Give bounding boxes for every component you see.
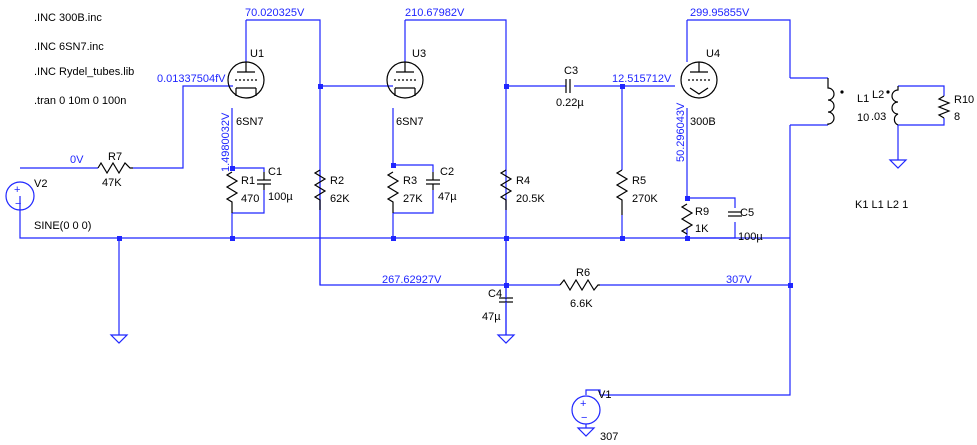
svg-text:+: + bbox=[580, 398, 586, 410]
r10-value: 8 bbox=[954, 111, 960, 123]
u1-label: U1 bbox=[250, 48, 264, 60]
tube-u4[interactable] bbox=[680, 61, 718, 99]
u3-label: U3 bbox=[412, 48, 426, 60]
u3-model: 6SN7 bbox=[396, 116, 424, 128]
v2-value: SINE(0 0 0) bbox=[34, 220, 91, 232]
r7-label: R7 bbox=[108, 151, 122, 163]
u4-grid-voltage: 12.515712V bbox=[612, 73, 672, 85]
c5-value: 100µ bbox=[738, 231, 763, 243]
c1-label: C1 bbox=[268, 166, 282, 178]
r5-label: R5 bbox=[632, 175, 646, 187]
capacitor-c2[interactable] bbox=[426, 172, 440, 190]
u1-grid-voltage: 0.01337504fV bbox=[157, 73, 226, 85]
r6-label: R6 bbox=[576, 267, 590, 279]
u3-plate-voltage: 210.67982V bbox=[405, 7, 465, 19]
resistor-r6[interactable] bbox=[559, 278, 600, 292]
r3-value: 27K bbox=[403, 193, 423, 205]
b-plus-mid-voltage: 267.62927V bbox=[382, 274, 442, 286]
resistor-r7[interactable] bbox=[97, 161, 133, 175]
ground-symbol bbox=[496, 334, 516, 344]
ground-symbol bbox=[888, 159, 908, 169]
u1-model: 6SN7 bbox=[236, 116, 264, 128]
resistor-r1[interactable] bbox=[225, 171, 239, 213]
r2-value: 62K bbox=[330, 193, 350, 205]
tube-u1[interactable] bbox=[227, 61, 265, 99]
tube-u3[interactable] bbox=[386, 61, 424, 99]
resistor-r10[interactable] bbox=[937, 95, 951, 119]
capacitor-c1[interactable] bbox=[257, 172, 271, 190]
voltage-source-v1[interactable]: + − bbox=[571, 389, 601, 425]
node-voltage-labels: 70.020325V 210.67982V 299.95855V 0.01337… bbox=[70, 7, 752, 286]
u1-plate-voltage: 70.020325V bbox=[245, 7, 305, 19]
wires bbox=[19, 19, 945, 396]
c3-value: 0.22µ bbox=[556, 97, 584, 109]
component-labels: U1 6SN7 U3 6SN7 U4 300B V2 SINE(0 0 0) V… bbox=[34, 48, 974, 443]
r9-value: 1K bbox=[695, 223, 709, 235]
r5-value: 270K bbox=[632, 193, 658, 205]
resistor-r3[interactable] bbox=[386, 171, 400, 213]
r10-label: R10 bbox=[954, 94, 974, 106]
u4-plate-voltage: 299.95855V bbox=[690, 7, 750, 19]
spice-directives: .INC 300B.inc .INC 6SN7.inc .INC Rydel_t… bbox=[34, 12, 908, 211]
c1-value: 100µ bbox=[268, 191, 293, 203]
directive-text: .tran 0 10m 0 100n bbox=[34, 95, 126, 107]
resistor-r9[interactable] bbox=[680, 203, 694, 235]
l2-label: L2 bbox=[872, 89, 884, 101]
r3-label: R3 bbox=[403, 175, 417, 187]
u1-cathode-voltage: 1.4980032V bbox=[220, 112, 232, 172]
l1-value: 10 bbox=[857, 112, 869, 124]
svg-text:−: − bbox=[15, 198, 21, 210]
v1-value: 307 bbox=[600, 431, 618, 443]
ground-symbol bbox=[109, 334, 129, 344]
resistor-r2[interactable] bbox=[313, 169, 327, 210]
capacitor-c5[interactable] bbox=[728, 211, 742, 217]
svg-text:+: + bbox=[14, 184, 20, 196]
l2-value: .03 bbox=[871, 111, 886, 123]
v2-label: V2 bbox=[34, 178, 47, 190]
capacitor-c4[interactable] bbox=[499, 285, 513, 335]
directive-text: .INC 300B.inc bbox=[34, 12, 102, 24]
directive-text: .INC Rydel_tubes.lib bbox=[34, 66, 134, 78]
r2-label: R2 bbox=[330, 175, 344, 187]
junctions bbox=[117, 84, 793, 288]
r7-value: 47K bbox=[102, 177, 122, 189]
b-plus-voltage: 307V bbox=[726, 274, 752, 286]
ground-symbol bbox=[576, 424, 596, 437]
c2-value: 47µ bbox=[438, 191, 457, 203]
r1-label: R1 bbox=[241, 175, 255, 187]
resistor-r5[interactable] bbox=[615, 169, 629, 215]
r9-label: R9 bbox=[695, 206, 709, 218]
r1-value: 470 bbox=[241, 193, 259, 205]
inductor-l2[interactable] bbox=[886, 86, 899, 126]
r4-label: R4 bbox=[516, 175, 530, 187]
c4-label: C4 bbox=[488, 288, 502, 300]
capacitor-c3[interactable] bbox=[565, 79, 571, 93]
r6-value: 6.6K bbox=[570, 298, 593, 310]
directive-text: .INC 6SN7.inc bbox=[34, 41, 104, 53]
u4-model: 300B bbox=[690, 116, 716, 128]
v1-label: V1 bbox=[598, 389, 611, 401]
c3-label: C3 bbox=[564, 65, 578, 77]
u4-cathode-voltage: 50.296043V bbox=[675, 102, 687, 162]
c4-value: 47µ bbox=[482, 311, 501, 323]
svg-text:−: − bbox=[581, 412, 587, 424]
c5-label: C5 bbox=[740, 207, 754, 219]
r4-value: 20.5K bbox=[516, 193, 545, 205]
u4-label: U4 bbox=[706, 48, 720, 60]
coupling-directive: K1 L1 L2 1 bbox=[855, 199, 908, 211]
voltage-source-v2[interactable]: + − bbox=[5, 181, 35, 211]
c2-label: C2 bbox=[440, 166, 454, 178]
inductor-l1[interactable] bbox=[827, 78, 844, 125]
resistor-r4[interactable] bbox=[499, 169, 513, 210]
input-voltage: 0V bbox=[70, 154, 84, 166]
l1-label: L1 bbox=[857, 93, 869, 105]
